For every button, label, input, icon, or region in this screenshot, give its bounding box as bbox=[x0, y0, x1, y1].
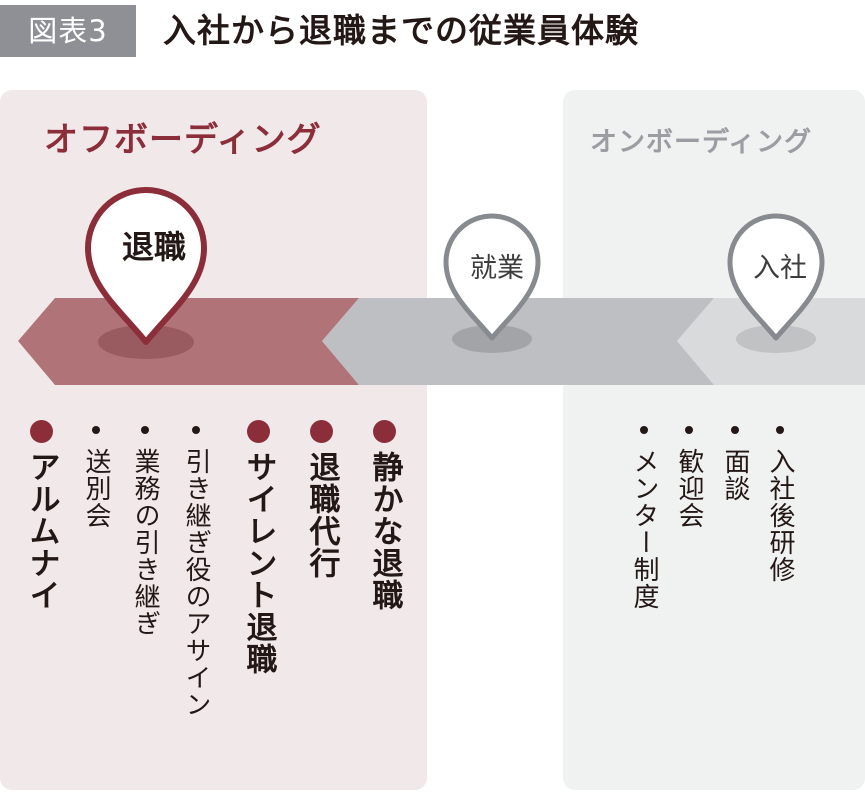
item-text: 歓迎会 bbox=[674, 448, 704, 529]
bullet bbox=[192, 426, 200, 434]
item-text: 退職代行 bbox=[303, 451, 340, 579]
offboarding-panel bbox=[0, 90, 427, 790]
pin-label-nyusha: 入社 bbox=[753, 253, 807, 284]
onboarding-heading: オンボーディング bbox=[590, 127, 813, 158]
item-text: 引き継ぎ役のアサイン bbox=[181, 448, 211, 718]
bullet bbox=[776, 426, 784, 434]
accent-bullet bbox=[246, 420, 270, 443]
onboarding-item: 入社後研修 bbox=[756, 420, 804, 583]
item-text: メンター制度 bbox=[629, 448, 659, 610]
offboarding-item: 送別会 bbox=[72, 420, 120, 529]
pin-marker-shugyo bbox=[443, 213, 541, 341]
offboarding-item: 業務の引き継ぎ bbox=[121, 420, 169, 637]
onboarding-panel bbox=[563, 90, 865, 790]
pin-marker-taishoku bbox=[85, 187, 207, 345]
offboarding-item: サイレント退職 bbox=[234, 420, 282, 675]
offboarding-item: 退職代行 bbox=[297, 420, 345, 579]
accent-bullet bbox=[372, 420, 396, 443]
offboarding-item: アルムナイ bbox=[17, 420, 65, 611]
figure-title: 入社から退職までの従業員体験 bbox=[163, 11, 639, 50]
offboarding-heading: オフボーディング bbox=[44, 120, 322, 160]
bullet bbox=[731, 426, 739, 434]
onboarding-item: 歓迎会 bbox=[665, 420, 713, 529]
item-text: 業務の引き継ぎ bbox=[130, 448, 160, 637]
bullet bbox=[640, 426, 648, 434]
accent-bullet bbox=[309, 420, 333, 443]
pin-label-shugyo: 就業 bbox=[470, 253, 524, 284]
onboarding-item: メンター制度 bbox=[620, 420, 668, 610]
bullet bbox=[685, 426, 693, 434]
figure-label: 図表3 bbox=[0, 5, 136, 57]
offboarding-item: 引き継ぎ役のアサイン bbox=[172, 420, 220, 718]
pin-marker-nyusha bbox=[727, 213, 825, 341]
pin-label-taishoku: 退職 bbox=[121, 228, 186, 266]
item-text: 入社後研修 bbox=[765, 448, 795, 583]
item-text: 静かな退職 bbox=[366, 451, 403, 611]
accent-bullet bbox=[29, 420, 53, 443]
bullet bbox=[141, 426, 149, 434]
item-text: アルムナイ bbox=[23, 451, 60, 611]
bullet bbox=[92, 426, 100, 434]
onboarding-item: 面談 bbox=[711, 420, 759, 502]
item-text: サイレント退職 bbox=[240, 451, 277, 675]
item-text: 面談 bbox=[720, 448, 750, 502]
item-text: 送別会 bbox=[81, 448, 111, 529]
offboarding-item: 静かな退職 bbox=[360, 420, 408, 611]
